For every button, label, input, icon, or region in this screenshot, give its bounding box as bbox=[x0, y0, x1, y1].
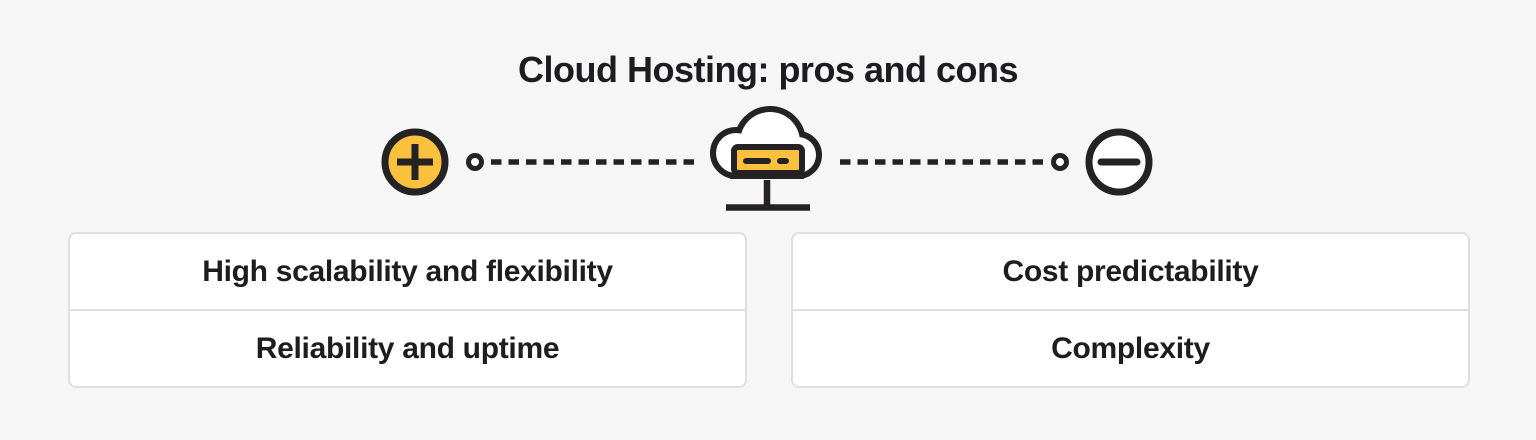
pros-list-item: Reliability and uptime bbox=[70, 309, 745, 386]
cons-list-item: Cost predictability bbox=[1002, 254, 1259, 288]
page-title: Cloud Hosting: pros and cons bbox=[518, 49, 1018, 90]
connector-dot-right bbox=[1051, 153, 1069, 171]
pros-list-item: High scalability and flexibility bbox=[202, 254, 613, 288]
network-stand bbox=[726, 180, 810, 211]
cloud-server-icon bbox=[710, 106, 822, 211]
cons-card: Cost predictability Complexity bbox=[791, 232, 1470, 388]
pros-card: High scalability and flexibility Reliabi… bbox=[68, 232, 747, 388]
plus-circle-icon bbox=[381, 128, 449, 196]
cloud-hosting-diagram bbox=[381, 106, 1153, 211]
minus-circle-icon bbox=[1085, 128, 1153, 196]
cons-list-item: Complexity bbox=[793, 309, 1468, 386]
connector-dot-left bbox=[466, 153, 484, 171]
